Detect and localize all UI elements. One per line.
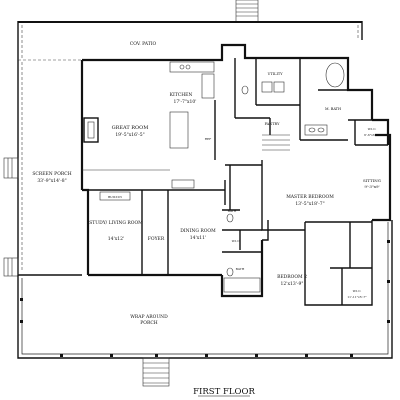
label-great-room-dims: 19'-5"x16'-5" [115, 132, 144, 138]
label-sitting-dims: 9'-3"x9' [364, 184, 379, 189]
label-cov-patio: COV. PATIO [130, 41, 157, 47]
label-m-bath: M. BATH [325, 107, 341, 111]
label-wic-bed2: W.I.C. [353, 289, 362, 293]
room-labels: COV. PATIO KITCHEN 17'-7"x10' UTILITY PA… [32, 41, 381, 326]
label-great-room: GREAT ROOM [112, 125, 149, 131]
label-screen-porch: SCREEN PORCH [32, 171, 71, 177]
interior-walls [82, 58, 388, 305]
label-dining-room: DINING ROOM [180, 228, 216, 234]
top-steps [235, 0, 259, 23]
label-wic-master: W.I.C. [368, 127, 377, 131]
label-bedroom2-dims: 12'x13'-9" [281, 281, 304, 287]
label-study: STUDY/ LIVING ROOM [89, 220, 143, 226]
fixtures [83, 61, 345, 293]
label-master-bedroom-dims: 13'-5"x18'-7" [295, 201, 324, 207]
screen-porch-outline [3, 60, 82, 277]
label-utility: UTILITY [267, 72, 283, 76]
house-walls [80, 43, 392, 306]
patio-outline [17, 21, 363, 61]
label-foyer: FOYER [148, 236, 165, 242]
label-wic-master-dims: 6'-6"x6'-6" [364, 133, 380, 137]
label-kitchen: KITCHEN [170, 92, 193, 98]
label-bath-small: BATH [228, 209, 237, 213]
label-bedroom2: BEDROOM 2 [277, 274, 307, 280]
wrap-porch-outline [17, 220, 393, 387]
plan-title: FIRST FLOOR [193, 387, 255, 397]
label-built-in: BUILT-IN [108, 195, 122, 199]
label-dining-room-dims: 14'x11' [190, 235, 206, 241]
label-pantry: PANTRY [265, 122, 280, 126]
label-study-dims: 14'x12' [108, 236, 124, 242]
label-screen-porch-dims: 33'-9"x14'-8" [37, 178, 66, 184]
label-bath: BATH [236, 267, 245, 271]
label-wic-hall: W.I.C. [232, 239, 241, 243]
label-kitchen-dims: 17'-7"x10' [174, 99, 197, 105]
label-sitting: SITTING [363, 178, 381, 183]
label-master-bedroom: MASTER BEDROOM [286, 194, 334, 200]
label-ref: REF [205, 137, 212, 141]
label-wic-bed2-dims: 11'-11"x5'-7" [347, 295, 367, 299]
